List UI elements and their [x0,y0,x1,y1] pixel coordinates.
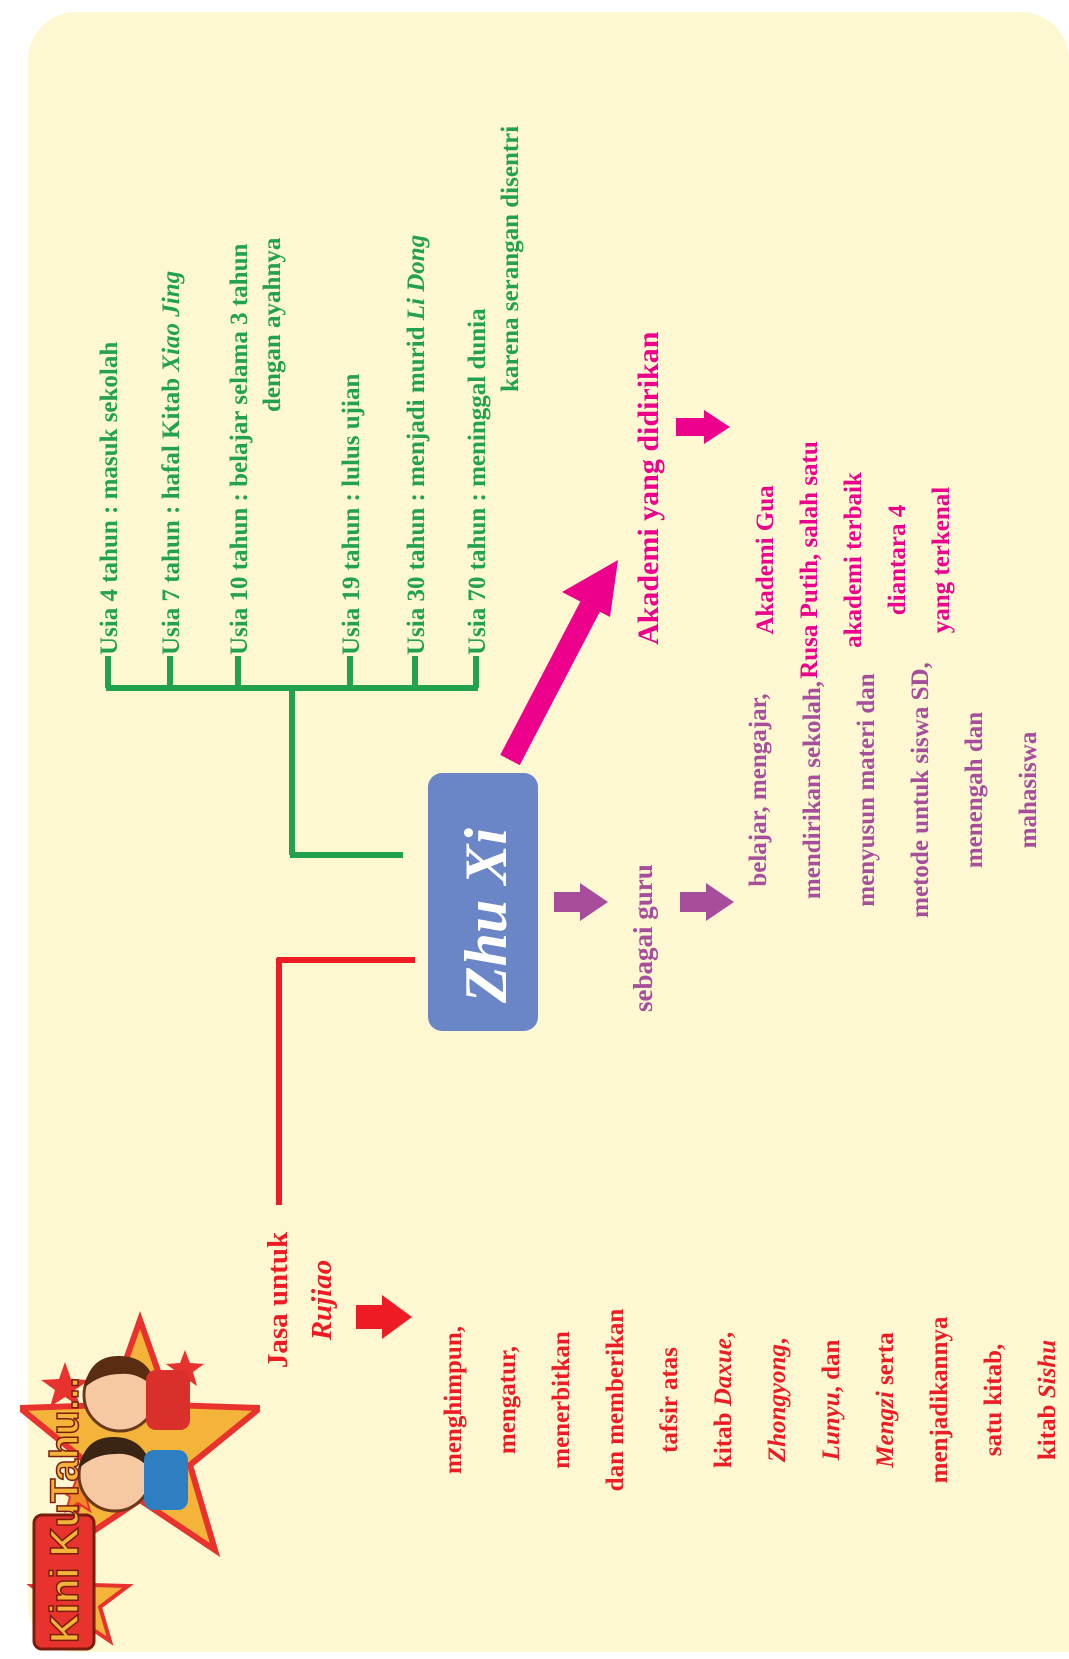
academy-detail-arrow [676,410,730,444]
timeline-item-age4: Usia 4 tahun : masuk sekolah [96,341,123,655]
timeline-item-age10-line2: dengan ayahnya [259,237,286,412]
rujiao-connector [276,957,415,1205]
academy-arrow [500,560,618,766]
teacher-details: belajar, mengajar, mendirikan sekolah, m… [745,662,1042,918]
academy-heading: Akademi yang didirikan [632,331,665,645]
timeline-item-age19: Usia 19 tahun : lulus ujian [338,373,365,655]
center-node [428,773,538,1031]
center-title: Zhu Xi [453,827,519,1003]
logo-text: Kini KuTahu... [43,1377,87,1643]
rujiao-details: menghimpun, mengatur, menerbitkan dan me… [440,1308,1061,1492]
teacher-arrow [554,883,608,921]
rujiao-arrow [356,1295,412,1339]
teacher-heading: sebagai guru [628,864,658,1012]
kini-kutahu-logo: Kini KuTahu... [20,1310,260,1651]
timeline-item-age70: Usia 70 tahun : meninggal dunia [464,308,491,655]
timeline-item-age70-line2: karena serangan disentri [497,125,524,392]
timeline-item-age30: Usia 30 tahun : menjadi murid Li Dong [403,234,430,655]
timeline-item-age10: Usia 10 tahun : belajar selama 3 tahun [226,243,253,655]
rujiao-heading: Jasa untuk Rujiao [262,1231,338,1369]
teacher-detail-arrow [680,883,734,921]
timeline-item-age7: Usia 7 tahun : hafal Kitab Xiao Jing [158,270,185,655]
timeline-bracket [105,656,479,858]
background-panel [28,12,1069,1652]
